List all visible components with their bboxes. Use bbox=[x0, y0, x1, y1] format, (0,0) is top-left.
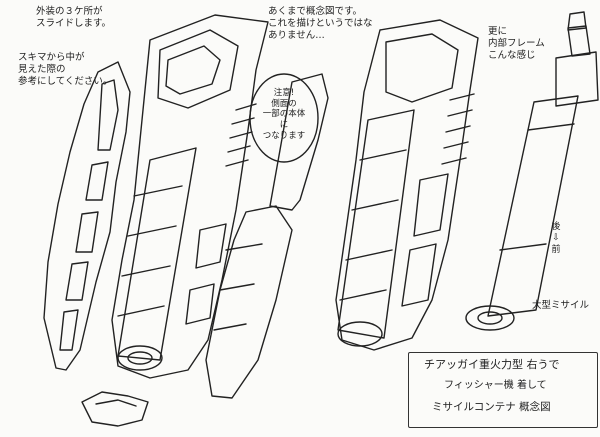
side-armor-plate-drawing bbox=[43, 61, 131, 371]
title-box bbox=[408, 352, 598, 428]
annotation-inner-frame: 更に 内部フレーム こんな感じ bbox=[488, 26, 545, 61]
annotation-direction: 後 ⇩ 前 bbox=[551, 222, 561, 255]
annotation-large-missile: 大型ミサイル bbox=[532, 300, 590, 311]
title-line-2: フィッシャー機 着して bbox=[444, 380, 547, 391]
annotation-gap-reference: スキマから中が 見えた際の 参考にしてください。 bbox=[18, 52, 113, 87]
large-missile-drawing bbox=[465, 11, 599, 331]
title-line-3: ミサイルコンテナ 概念図 bbox=[432, 401, 551, 413]
title-line-1: チアッガイ重火力型 右うで bbox=[424, 358, 560, 371]
open-arm-interior-drawing bbox=[335, 19, 479, 351]
annotation-concept-only: あくまで概念図です。 これを描けというではな ありません… bbox=[268, 6, 373, 41]
annotation-circled-caution: 注意! 側面の 一部の本体に つなります bbox=[262, 88, 306, 141]
main-arm-body-drawing bbox=[111, 14, 269, 379]
note-bubble-drawing bbox=[249, 73, 319, 163]
annotation-outer-slide: 外装の３ケ所が スライドします。 bbox=[36, 6, 112, 29]
middle-armor-piece-drawing bbox=[205, 73, 329, 399]
detached-fragment-drawing bbox=[81, 391, 149, 427]
